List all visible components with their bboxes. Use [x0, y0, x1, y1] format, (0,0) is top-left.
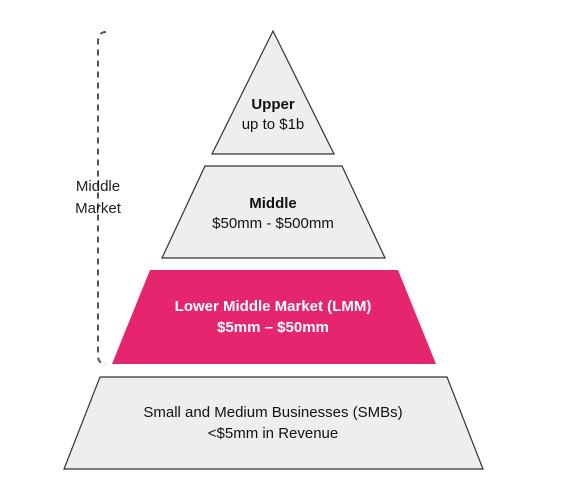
- tier-smb-title: Small and Medium Businesses (SMBs): [143, 404, 402, 421]
- tier-smb-shape: [63, 376, 484, 470]
- bracket-label-line2: Market: [75, 200, 122, 217]
- tier-upper-shape: [211, 29, 335, 155]
- tier-smb: Small and Medium Businesses (SMBs) <$5mm…: [63, 376, 484, 470]
- tier-upper: Upper up to $1b: [211, 29, 335, 155]
- tier-middle-shape: [161, 165, 386, 259]
- tier-middle-title: Middle: [249, 195, 297, 212]
- tier-lmm: Lower Middle Market (LMM) $5mm – $50mm: [112, 270, 436, 364]
- tier-middle-subtitle: $50mm - $500mm: [212, 215, 334, 232]
- tier-lmm-title: Lower Middle Market (LMM): [175, 298, 372, 315]
- tier-lmm-subtitle: $5mm – $50mm: [217, 319, 329, 336]
- tier-lmm-shape: [112, 270, 436, 364]
- tier-middle: Middle $50mm - $500mm: [161, 165, 386, 259]
- tier-smb-subtitle: <$5mm in Revenue: [208, 425, 339, 442]
- tier-upper-title: Upper: [251, 96, 295, 113]
- middle-market-bracket: [97, 31, 107, 365]
- tier-upper-subtitle: up to $1b: [242, 116, 305, 133]
- bracket-label-line1: Middle: [76, 178, 120, 195]
